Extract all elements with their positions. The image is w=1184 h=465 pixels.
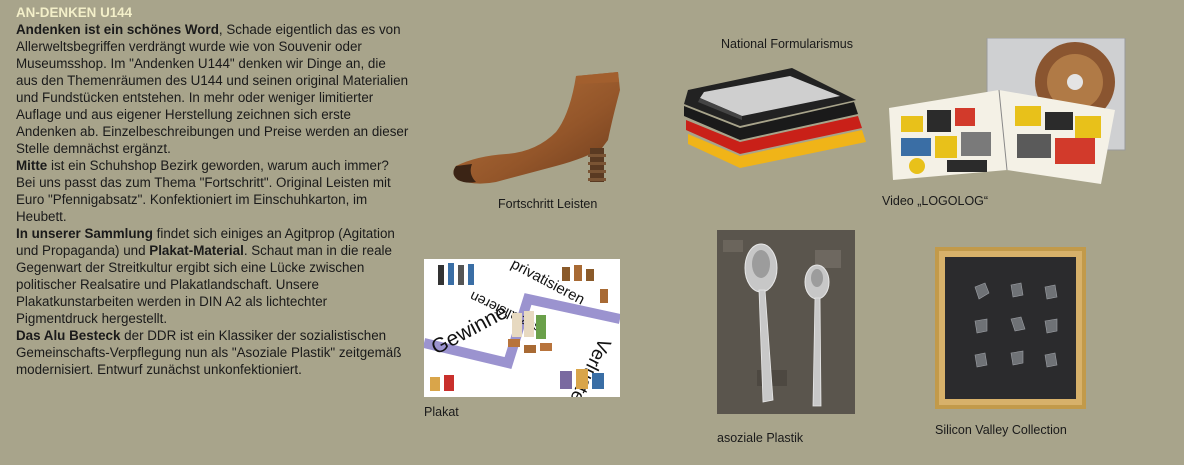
video-logolog-image[interactable] (887, 38, 1137, 188)
caption-video: Video „LOGOLOG“ (882, 194, 989, 208)
page-title: AN-DENKEN U144 (16, 5, 133, 20)
paragraph-andenken: Andenken ist ein schönes Word, Schade ei… (16, 22, 409, 156)
paragraph-sammlung: In unserer Sammlung findet sich einiges … (16, 226, 395, 326)
caption-poster: Plakat (424, 405, 459, 419)
caption-trays: National Formularismus (721, 37, 853, 51)
intro-text-column: AN-DENKEN U144 Andenken ist ein schönes … (16, 4, 411, 378)
paragraph-mitte: Mitte ist ein Schuhshop Bezirk geworden,… (16, 158, 391, 224)
silicon-pieces (974, 282, 1058, 368)
poster-image[interactable]: Gewinne privatisieren Verluste sozialisi… (424, 259, 620, 397)
silicon-valley-image[interactable] (935, 247, 1086, 409)
shoe-image[interactable] (436, 70, 626, 188)
trays-image[interactable] (680, 64, 870, 192)
caption-silicon-valley: Silicon Valley Collection (935, 423, 1067, 437)
caption-spoons: asoziale Plastik (717, 431, 804, 445)
caption-shoe: Fortschritt Leisten (498, 197, 598, 211)
spoons-image[interactable] (717, 230, 855, 414)
poster-figures (430, 263, 608, 391)
paragraph-alu-besteck: Das Alu Besteck der DDR ist ein Klassike… (16, 328, 402, 377)
